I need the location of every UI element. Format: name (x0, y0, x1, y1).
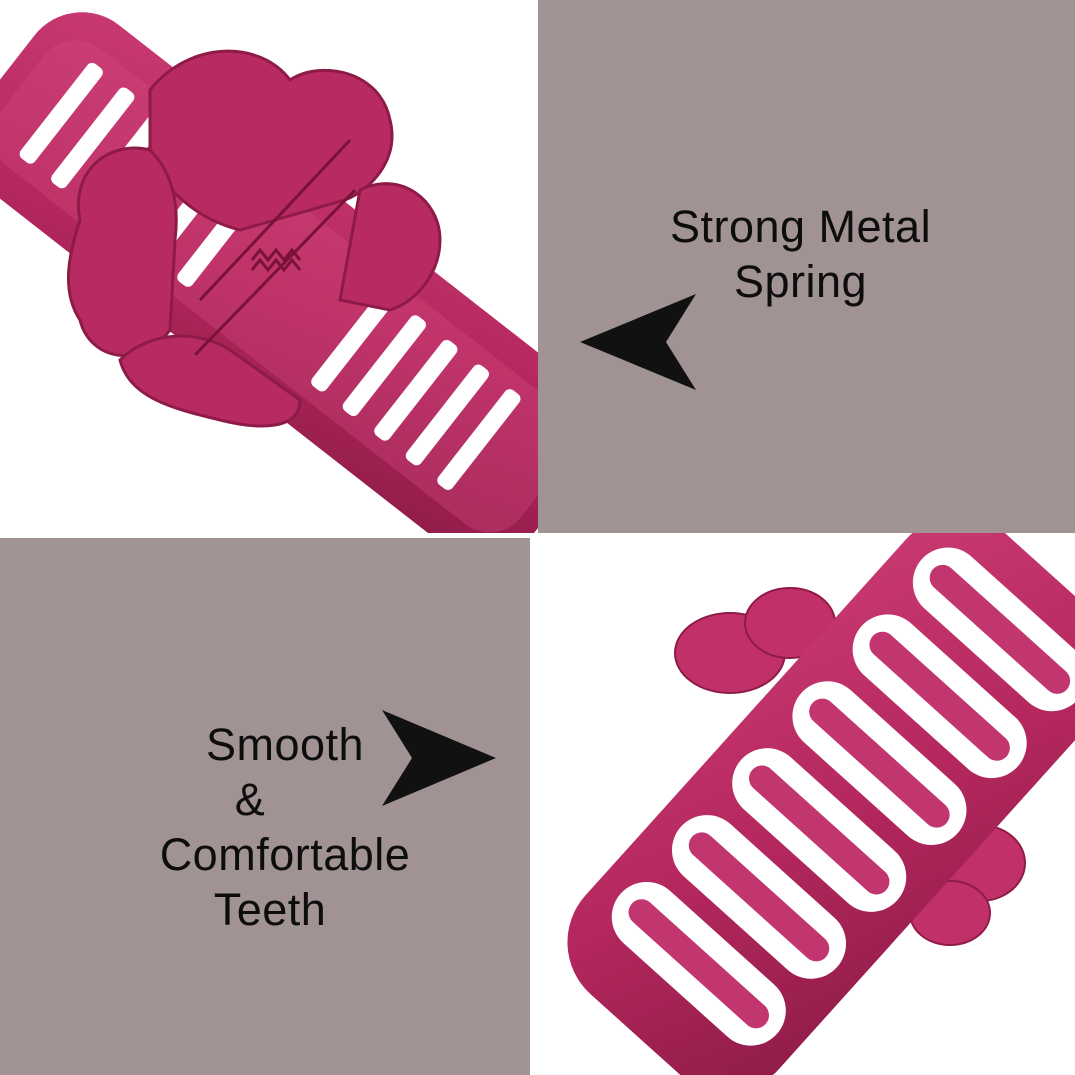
caption-line: Smooth (205, 719, 365, 770)
spring-closeup-photo (0, 0, 538, 533)
teeth-caption: Smooth & Comfortable Teeth (120, 718, 450, 938)
caption-line: Spring (733, 255, 868, 307)
hair-clip-spring-illustration (0, 12, 538, 533)
panel-background (0, 538, 530, 1075)
spring-caption: Strong Metal Spring (638, 200, 963, 310)
caption-line: Comfortable (159, 828, 411, 880)
caption-line: & (234, 773, 266, 825)
panel-background (538, 0, 1075, 533)
caption-line: Strong Metal (669, 201, 932, 252)
caption-line: Teeth (213, 883, 327, 935)
teeth-feature-panel: Smooth & Comfortable Teeth (0, 538, 530, 1075)
spring-feature-panel: Strong Metal Spring (538, 0, 1075, 533)
arrow-left-icon (580, 294, 696, 390)
arrow-right-icon (382, 710, 496, 806)
teeth-closeup-photo (530, 533, 1075, 1075)
hair-clip-teeth-illustration (567, 533, 1075, 1075)
